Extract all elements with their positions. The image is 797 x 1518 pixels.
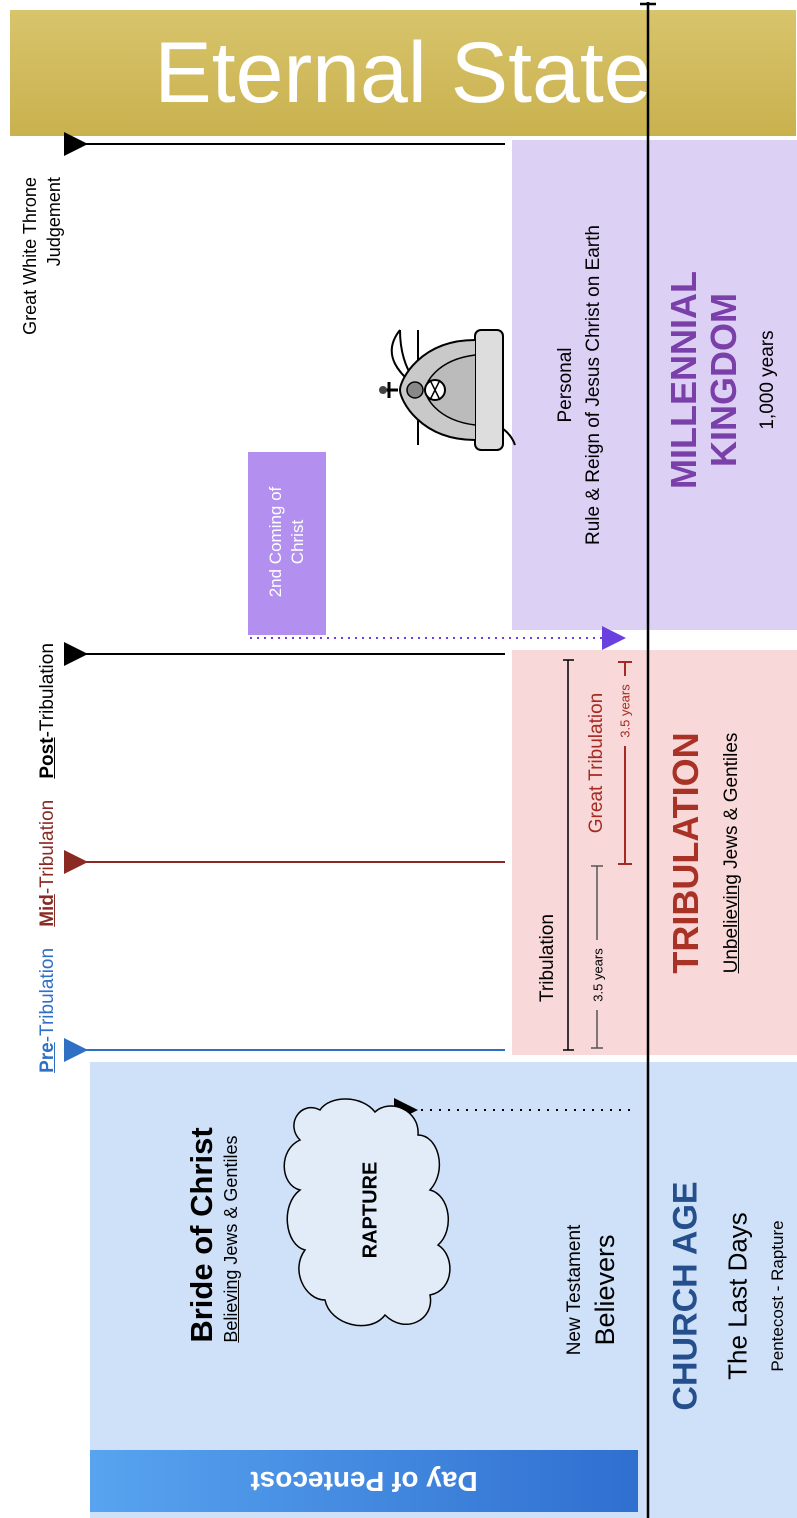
eternal-state-title: Eternal State bbox=[154, 25, 652, 121]
great-tribulation-label: Great Tribulation bbox=[586, 692, 608, 834]
eternal-state-band bbox=[10, 10, 796, 136]
rapture-views-label: Pre-Tribulation Mid-Tribulation Post-Tri… bbox=[37, 643, 59, 1073]
tribulation-label: Tribulation bbox=[537, 913, 558, 1003]
tribulation-subtitle: Unbelieving Jews & Gentiles bbox=[721, 732, 742, 974]
day-of-pentecost-label: Day of Pentecost bbox=[250, 1466, 478, 1497]
bride-of-christ: Bride of Christ Believing Jews & Gentile… bbox=[184, 1127, 242, 1342]
millennial-band bbox=[512, 140, 797, 630]
millennial-duration: 1,000 years bbox=[757, 330, 778, 430]
second-coming-label: 2nd Coming of Christ bbox=[266, 486, 307, 598]
church-age-title: CHURCH AGE bbox=[666, 1181, 705, 1411]
first-half-label: 3.5 years bbox=[590, 945, 606, 1005]
millennial-title: MILLENNIAL KINGDOM bbox=[663, 271, 744, 489]
pentecost-rapture-label: Pentecost - Rapture bbox=[768, 1220, 787, 1372]
gwt-line2: Judgement bbox=[44, 177, 64, 267]
second-half-label: 3.5 years bbox=[617, 681, 633, 741]
mid-trib-view: Mid-Tribulation bbox=[37, 799, 58, 927]
pre-trib-view: Pre-Tribulation bbox=[37, 947, 58, 1073]
post-trib-view: Post-Tribulation bbox=[37, 643, 58, 779]
second-coming-box bbox=[248, 452, 326, 635]
pentecost-band bbox=[90, 1450, 638, 1512]
crown-icon bbox=[379, 329, 516, 451]
great-white-throne-label: Great White Throne Judgement bbox=[18, 177, 66, 335]
bride-subtitle: Believing Jews & Gentiles bbox=[221, 1135, 241, 1343]
last-days-label: The Last Days bbox=[722, 1212, 753, 1380]
millennial-description: Personal Rule & Reign of Jesus Christ on… bbox=[555, 225, 604, 545]
tribulation-title: TRIBULATION bbox=[665, 732, 706, 974]
new-testament-believers: New Testament Believers bbox=[564, 1224, 620, 1356]
gwt-line1: Great White Throne bbox=[20, 177, 40, 335]
tribulation-band bbox=[512, 650, 797, 1055]
bride-title: Bride of Christ bbox=[184, 1127, 219, 1343]
rapture-label: RAPTURE bbox=[359, 1161, 382, 1259]
